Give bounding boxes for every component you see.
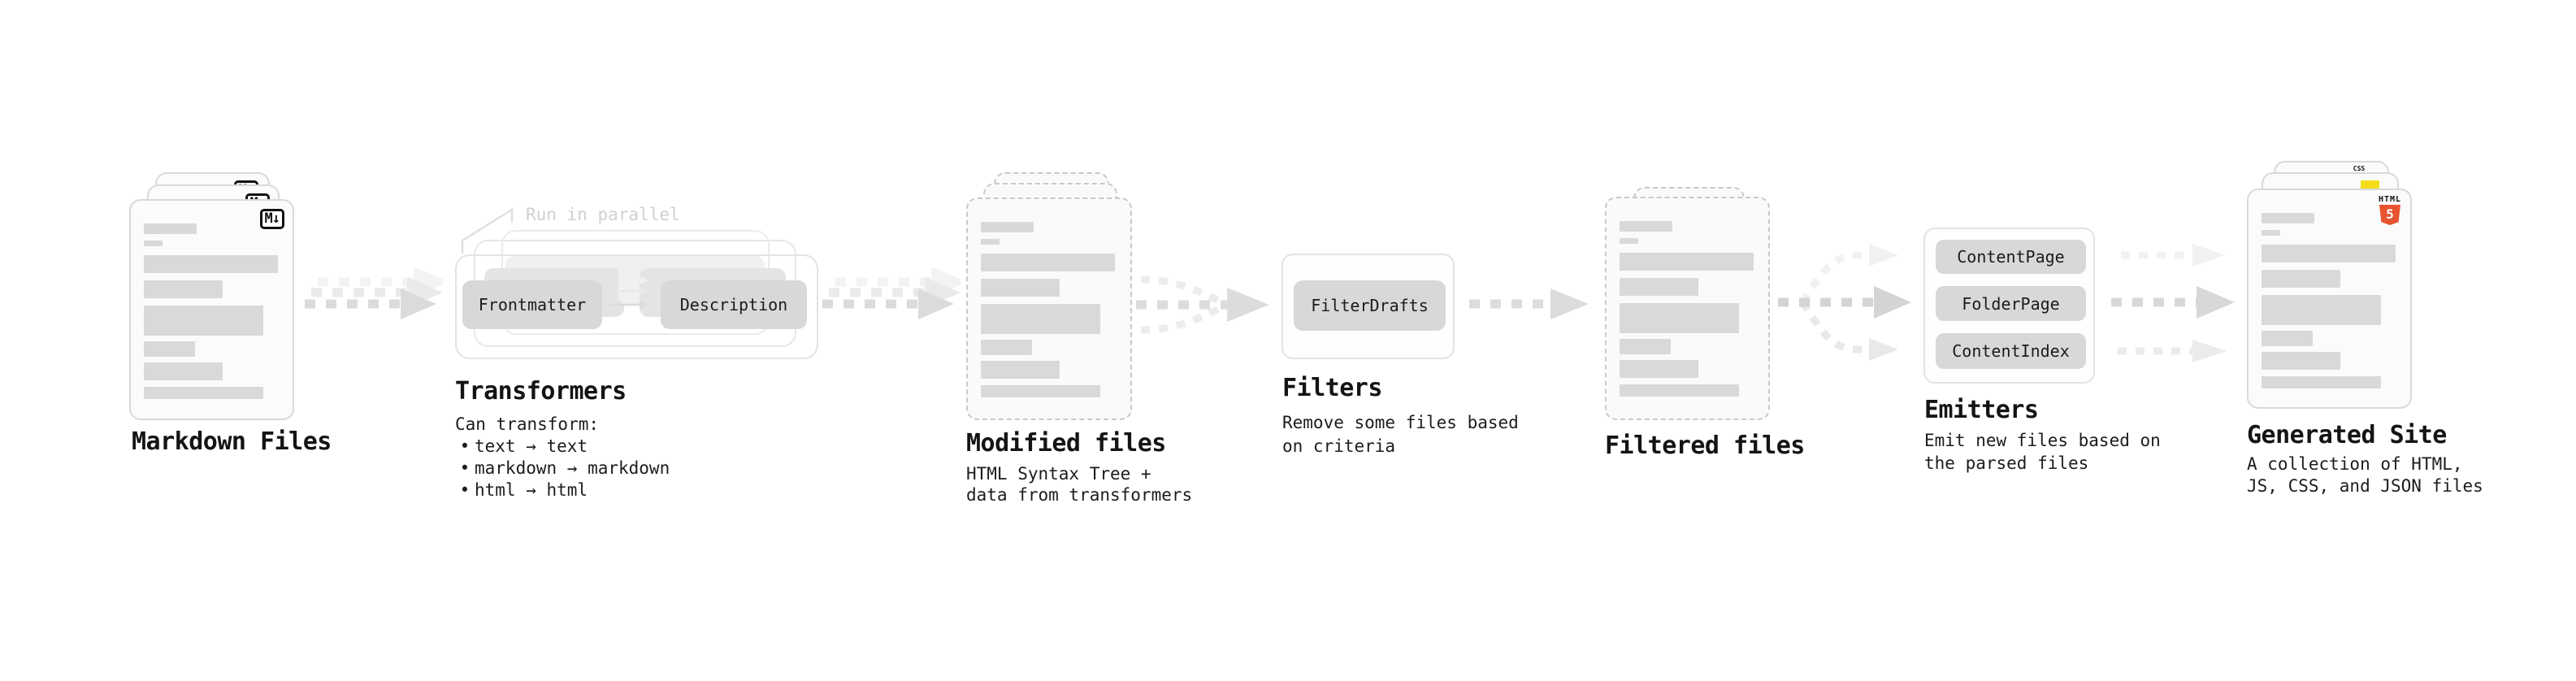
generated-site-title: Generated Site (2247, 421, 2447, 449)
emitters-frame: ContentPage FolderPage ContentIndex (1923, 228, 2095, 384)
modified-files-caption: HTML Syntax Tree + data from transformer… (966, 464, 1193, 505)
modified-files-stack (966, 172, 1132, 420)
filtered-file-card-front (1605, 197, 1770, 420)
filters-caption: Remove some files based on criteria (1282, 413, 1519, 456)
bullet-icon: • (459, 458, 471, 478)
transformers-bullet-list: •text → text •markdown → markdown •html … (455, 436, 670, 501)
html5-icon: HTML 5 (2376, 196, 2404, 225)
bullet-item: •html → html (455, 479, 670, 501)
bullet-icon: • (459, 436, 471, 456)
markdown-files-stack: M↓ M↓ M↓ (129, 172, 294, 420)
contentpage-plugin-pill: ContentPage (1936, 240, 2086, 274)
transformers-stage: Run in parallel Frontmatter Description … (455, 202, 837, 500)
arrow-transformers-to-modified (822, 268, 961, 319)
markdown-file-card-front: M↓ (129, 199, 294, 420)
filtered-files-stack (1605, 187, 1770, 420)
emitters-title: Emitters (1924, 396, 2039, 424)
filtered-files-title: Filtered files (1605, 432, 1805, 460)
filterdrafts-plugin-pill: FilterDrafts (1294, 280, 1446, 331)
filters-title: Filters (1282, 374, 1382, 402)
emitters-caption: Emit new files based on the parsed files (1924, 431, 2161, 473)
folderpage-plugin-pill: FolderPage (1936, 286, 2086, 321)
arrow-emitters-to-generated (2111, 244, 2235, 362)
generated-site-caption: A collection of HTML, JS, CSS, and JSON … (2247, 454, 2483, 496)
text-line-placeholders (981, 222, 1119, 397)
arrow-filtered-to-emitters (1778, 244, 1911, 361)
description-plugin-pill: Description (661, 280, 807, 329)
frontmatter-plugin-pill: Frontmatter (462, 280, 602, 329)
markdown-files-title: Markdown Files (132, 427, 332, 456)
filters-frame: FilterDrafts (1281, 254, 1455, 359)
generated-site-stack: CSS HTML 5 (2247, 161, 2412, 409)
parallel-frame-front (455, 254, 818, 359)
modified-files-title: Modified files (966, 429, 1166, 458)
transformers-caption-heading: Can transform: (455, 414, 600, 434)
bullet-icon: • (459, 480, 471, 500)
modified-file-card-front (966, 197, 1132, 420)
text-line-placeholders (1620, 221, 1757, 397)
text-line-placeholders (2262, 213, 2399, 388)
bullet-item: •markdown → markdown (455, 458, 670, 479)
bullet-item: •text → text (455, 436, 670, 458)
html-file-card: HTML 5 (2247, 189, 2412, 409)
arrow-markdown-to-transformers (305, 268, 443, 319)
run-in-parallel-label: Run in parallel (526, 205, 680, 224)
markdown-icon: M↓ (259, 209, 284, 229)
annotation-leader-line (461, 207, 514, 254)
parallel-mini-arrows (609, 276, 648, 309)
arrow-filters-to-filtered (1469, 288, 1589, 319)
transformers-title: Transformers (455, 377, 627, 406)
contentindex-plugin-pill: ContentIndex (1936, 333, 2086, 369)
text-line-placeholders (144, 223, 281, 399)
arrow-modified-to-filters (1136, 275, 1269, 334)
